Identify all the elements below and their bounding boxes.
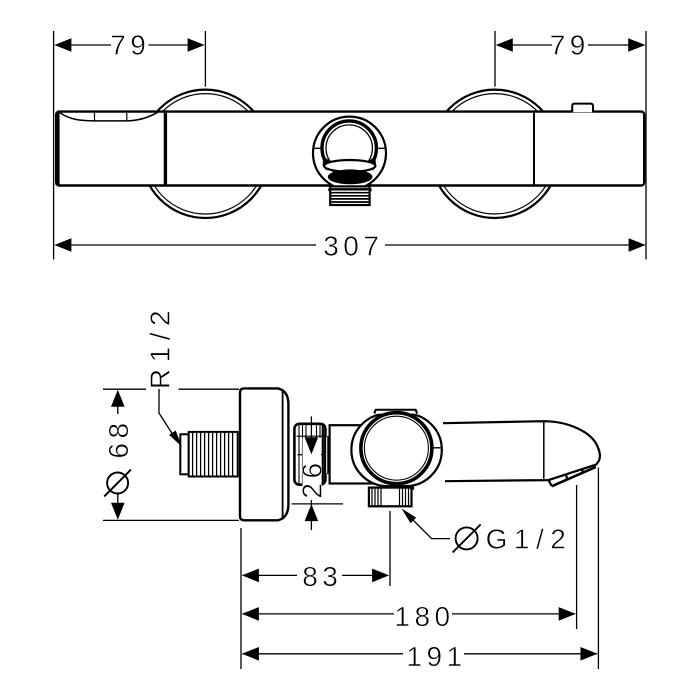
svg-text:307: 307 bbox=[323, 231, 383, 262]
svg-text:R1/2: R1/2 bbox=[145, 304, 176, 389]
svg-text:180: 180 bbox=[394, 601, 454, 632]
svg-text:191: 191 bbox=[406, 641, 466, 672]
svg-text:68: 68 bbox=[103, 418, 134, 458]
svg-text:G1/2: G1/2 bbox=[486, 524, 573, 555]
svg-text:83: 83 bbox=[302, 561, 342, 592]
svg-text:79: 79 bbox=[550, 30, 590, 61]
svg-text:26: 26 bbox=[297, 458, 328, 498]
svg-text:79: 79 bbox=[110, 30, 150, 61]
